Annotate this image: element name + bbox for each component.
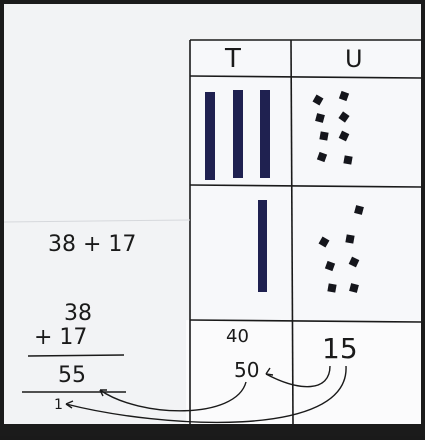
place-value-table [189, 39, 422, 425]
arrowhead [265, 367, 274, 376]
header-tens: T [224, 44, 241, 74]
unit-cube [338, 90, 350, 102]
header-units: U [345, 45, 363, 73]
tens-total: 50 [234, 358, 259, 382]
row1-ten-rods [205, 90, 270, 180]
glare [186, 320, 421, 424]
unit-cube [312, 94, 324, 106]
sum: 55 [58, 363, 86, 388]
arrow-units-to-carry [65, 365, 347, 424]
unit-cube [338, 111, 350, 123]
arrowhead [65, 400, 74, 409]
arrowhead [99, 389, 107, 397]
tens-partial: 40 [226, 326, 249, 347]
carry: 1 [54, 397, 63, 413]
arrows [65, 365, 347, 424]
row-line [189, 184, 422, 188]
addend-1: 38 [64, 301, 92, 326]
unit-cube [327, 283, 337, 293]
ten-rod [258, 200, 267, 292]
unit-cube [338, 130, 350, 142]
units-total: 15 [322, 332, 358, 365]
addend-2: + 17 [34, 325, 87, 350]
unit-cube [324, 260, 336, 272]
unit-cube [316, 151, 328, 163]
unit-cube [345, 234, 355, 244]
unit-cube [354, 205, 364, 215]
header-line [189, 75, 422, 79]
row1-unit-cubes [312, 90, 353, 165]
result-line [189, 319, 422, 323]
unit-cube [343, 155, 353, 165]
row2-unit-cubes [318, 205, 364, 293]
arrow-tens-to-sum [99, 381, 247, 412]
card-seam [3, 219, 191, 223]
ten-rod [205, 92, 215, 180]
unit-cube [349, 283, 359, 293]
unit-cube [348, 256, 360, 268]
unit-cube [315, 113, 325, 123]
equation: 38 + 17 [48, 232, 136, 257]
unit-cube [319, 131, 329, 141]
arrow-units-to-tens [265, 365, 331, 388]
sum-line [27, 354, 125, 357]
ten-rod [260, 90, 270, 178]
unit-cube [318, 236, 330, 248]
ten-rod [233, 90, 243, 178]
column-divider [290, 39, 294, 425]
